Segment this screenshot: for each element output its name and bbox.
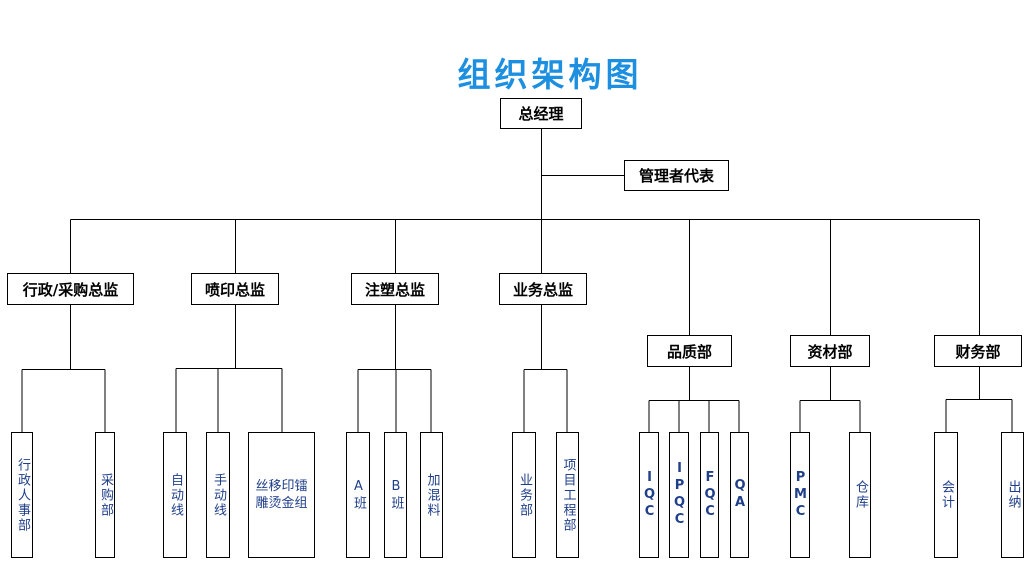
node-general-manager: 总经理 <box>500 98 582 129</box>
leaf-auto-line: 自动线 <box>163 432 187 558</box>
leaf-fqc: FQC <box>700 432 719 558</box>
node-molding-director: 注塑总监 <box>351 273 439 305</box>
node-management-rep: 管理者代表 <box>624 160 729 191</box>
chart-title: 组织架构图 <box>457 55 643 94</box>
leaf-pmc: PMC <box>790 432 810 558</box>
leaf-accounting: 会计 <box>934 432 958 558</box>
node-material-dept: 资材部 <box>790 335 870 367</box>
leaf-team-a: A班 <box>346 432 370 558</box>
leaf-manual-line: 手动线 <box>206 432 230 558</box>
node-admin-director: 行政/采购总监 <box>7 273 134 305</box>
node-sales-director: 业务总监 <box>499 273 587 305</box>
leaf-team-b: B班 <box>384 432 407 558</box>
node-print-director: 喷印总监 <box>191 273 279 305</box>
leaf-silk-print-group: 丝移印镭雕烫金组 <box>248 432 315 558</box>
leaf-cashier: 出纳 <box>1001 432 1024 558</box>
leaf-ipqc: IPQC <box>669 432 689 558</box>
leaf-purchasing: 采购部 <box>95 432 115 558</box>
node-finance-dept: 财务部 <box>934 335 1022 367</box>
leaf-mixing: 加混料 <box>420 432 443 558</box>
leaf-sales-dept: 业务部 <box>512 432 536 558</box>
leaf-admin-hr: 行政人事部 <box>11 432 33 558</box>
leaf-qa: QA <box>730 432 749 558</box>
leaf-warehouse: 仓库 <box>849 432 871 558</box>
node-quality-dept: 品质部 <box>647 335 732 367</box>
leaf-project-engineering: 项目工程部 <box>556 432 579 558</box>
leaf-iqc: IQC <box>639 432 659 558</box>
